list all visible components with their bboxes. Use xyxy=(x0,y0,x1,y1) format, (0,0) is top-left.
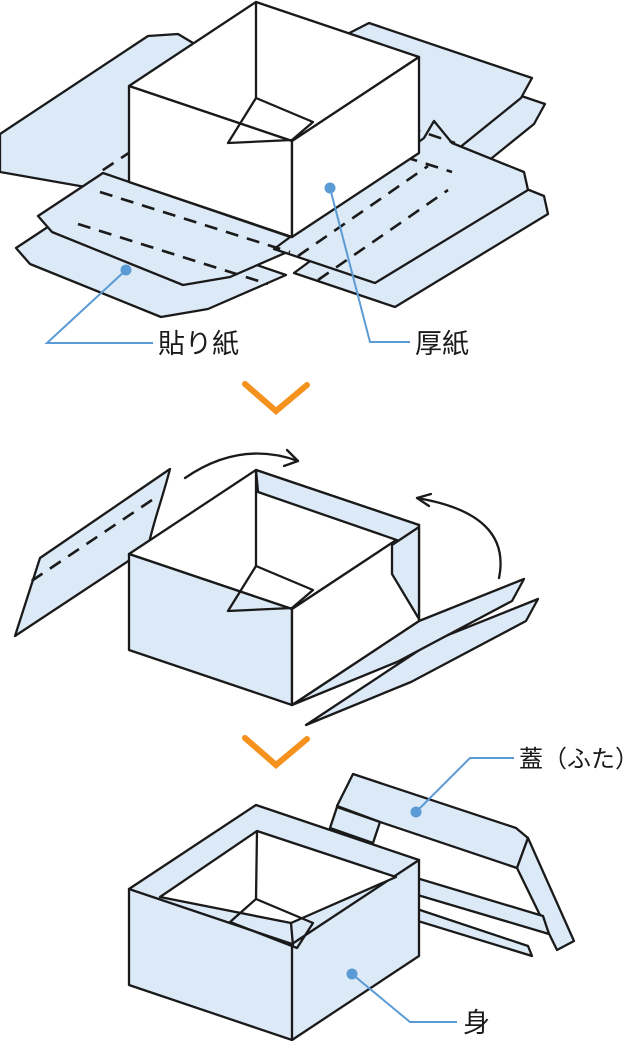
fold-line-right xyxy=(297,164,429,258)
folding-flap-right-under xyxy=(304,597,540,727)
step-separator-1 xyxy=(242,381,310,415)
lid-right-side-wall xyxy=(515,836,576,952)
box-front-right-face xyxy=(290,523,421,707)
label-body: 身 xyxy=(463,1008,490,1038)
step-separator-2 xyxy=(242,735,310,769)
leader-lid xyxy=(415,757,514,813)
step1-unfolded-diagram: 貼り紙 厚紙 xyxy=(0,0,550,359)
box-front-right-face xyxy=(290,55,421,239)
box-interior-lines xyxy=(226,0,315,145)
down-chevron-icon xyxy=(242,735,310,769)
down-chevron-icon xyxy=(242,381,310,415)
label-lid: 蓋（ふた） xyxy=(519,746,626,773)
leader-cardboard xyxy=(329,187,410,343)
fold-direction-arrow-right xyxy=(415,496,502,580)
fold-direction-arrowhead-left xyxy=(282,448,300,468)
fold-line-left-sheet xyxy=(29,498,153,584)
lid-left-end-cap xyxy=(328,805,382,845)
box-interior-lines xyxy=(226,468,315,613)
leader-dot-body xyxy=(346,968,358,980)
fold-direction-arrowhead-right xyxy=(415,492,433,508)
leader-dot-lid xyxy=(410,806,422,818)
paper-flap-right xyxy=(272,119,530,285)
fold-line-lower-left-under xyxy=(77,222,269,286)
step2-folding-diagram xyxy=(13,448,540,727)
paper-corner-tab xyxy=(390,525,421,621)
fold-line-lower-left xyxy=(99,190,291,254)
leader-pasting-paper xyxy=(44,269,153,344)
label-pasting-paper: 貼り紙 xyxy=(158,329,239,359)
leader-dot-cardboard xyxy=(324,182,336,194)
leader-dot-pasting-paper xyxy=(120,264,132,276)
folding-flap-left xyxy=(13,467,172,638)
step3-finished-diagram: 蓋（ふた） 身 xyxy=(127,746,626,1041)
fold-direction-arrow-left xyxy=(183,452,300,480)
finished-box-interior-lines xyxy=(228,829,315,950)
leader-body xyxy=(351,973,457,1023)
fold-line-right-under xyxy=(317,188,449,282)
label-cardboard: 厚紙 xyxy=(415,329,469,359)
